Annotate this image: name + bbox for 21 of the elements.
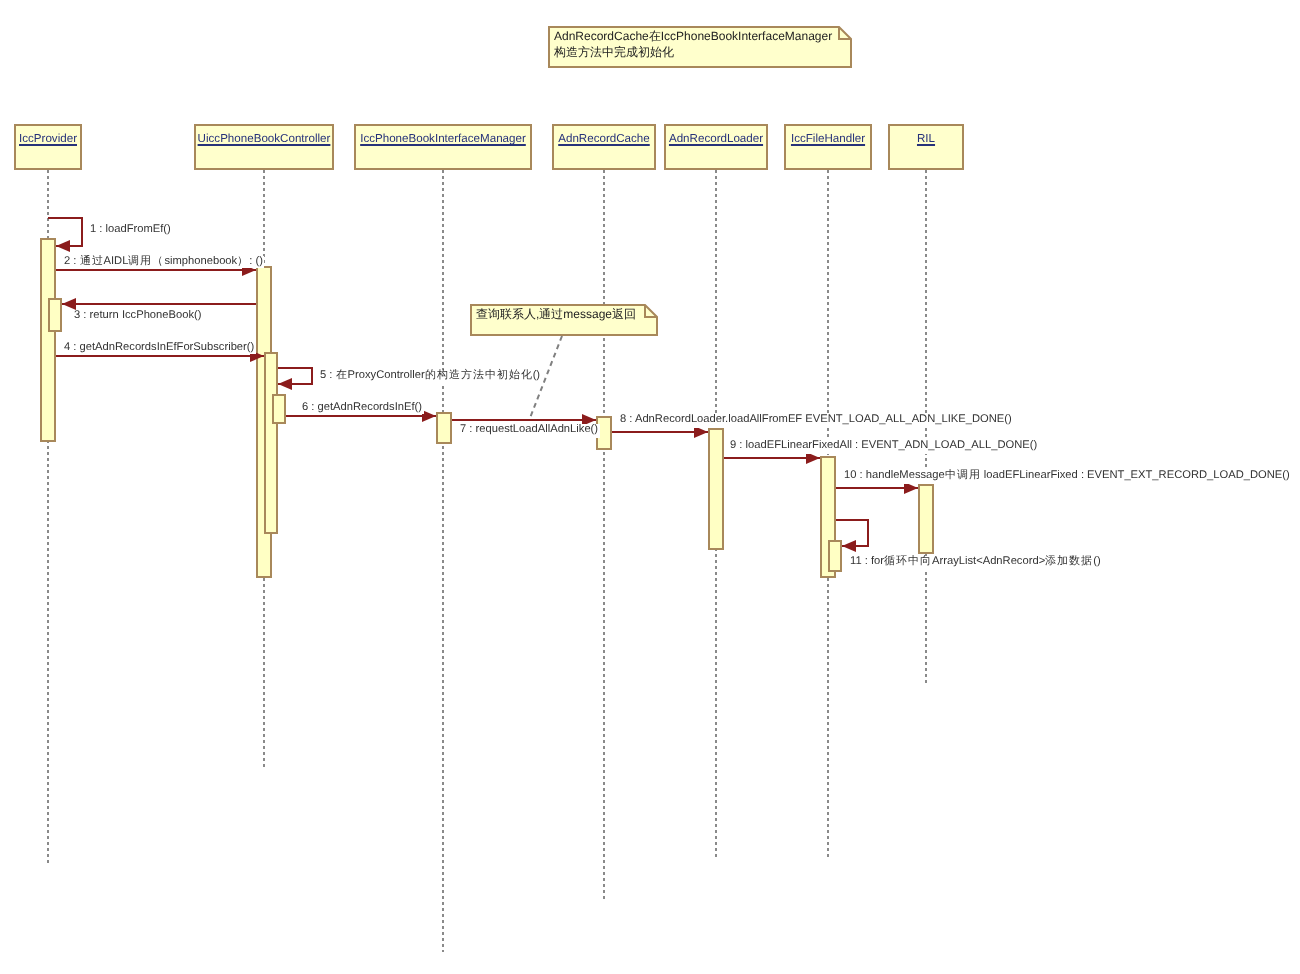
message-arrow <box>55 350 265 362</box>
message-arrow <box>285 410 437 422</box>
self-message-arrow <box>277 367 313 390</box>
activation-bar <box>436 412 452 444</box>
message-arrow <box>723 452 821 464</box>
activation-bar <box>272 394 286 424</box>
activation-bar <box>48 298 62 332</box>
message-arrow <box>835 482 919 494</box>
leader-line <box>529 335 563 419</box>
message-arrow <box>61 298 257 310</box>
message-arrow <box>55 264 257 276</box>
self-message-arrow <box>47 217 83 252</box>
activation-bar <box>40 238 56 442</box>
activation-bar <box>264 352 278 534</box>
activation-bar <box>828 540 842 572</box>
activation-bar <box>596 416 612 450</box>
activation-bar <box>708 428 724 550</box>
message-arrow <box>451 414 597 426</box>
self-message-arrow <box>835 519 869 552</box>
message-arrow <box>611 426 709 438</box>
activation-bar <box>918 484 934 554</box>
